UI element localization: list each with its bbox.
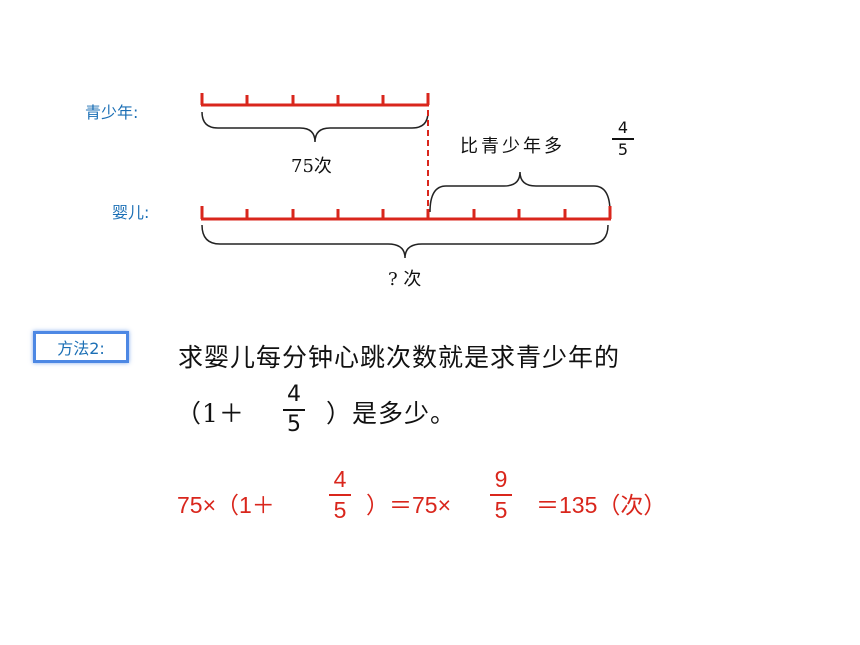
method-line-1: 求婴儿每分钟心跳次数就是求青少年的 xyxy=(178,343,621,372)
equation-fraction-2-numerator: 9 xyxy=(494,466,508,492)
equation-part-2: ）＝75× xyxy=(366,492,452,518)
total-unknown-label: ? 次 xyxy=(388,269,422,290)
equation-fraction-1-bar xyxy=(329,494,351,496)
equation-part-3: ＝135（次） xyxy=(536,492,667,518)
method-fraction-bar xyxy=(283,409,305,411)
teen-label: 青少年: xyxy=(85,103,139,122)
method-fraction-numerator: 4 xyxy=(287,382,301,407)
equation-fraction-2: 9 5 xyxy=(490,468,512,522)
method-badge: 方法2: xyxy=(33,331,129,363)
extra-brace xyxy=(429,171,611,213)
equation-fraction-1: 4 5 xyxy=(329,468,351,522)
more-fraction-bar xyxy=(612,138,634,140)
more-fraction-denominator: 5 xyxy=(617,140,629,159)
more-fraction: 4 5 xyxy=(612,120,634,158)
equation-part-1: 75×（1＋ xyxy=(177,492,275,518)
equation-fraction-2-bar xyxy=(490,494,512,496)
teen-brace xyxy=(201,111,429,143)
total-brace xyxy=(201,224,609,259)
method-fraction: 4 5 xyxy=(283,384,305,436)
equation-fraction-2-denominator: 5 xyxy=(494,497,508,523)
more-fraction-numerator: 4 xyxy=(617,118,629,137)
equation-fraction-1-denominator: 5 xyxy=(333,497,347,523)
baby-segment-line xyxy=(200,206,612,221)
teen-segment-line xyxy=(200,93,430,107)
more-than-teen-label: 比青少年多 xyxy=(460,136,565,157)
method-line-2-close: ）是多少。 xyxy=(326,399,457,428)
segment-diagram xyxy=(200,93,612,259)
method-line-2-open: （1＋ xyxy=(176,399,245,428)
equation-fraction-1-numerator: 4 xyxy=(333,466,347,492)
method-fraction-denominator: 5 xyxy=(287,412,301,437)
baby-label: 婴儿: xyxy=(112,203,150,222)
teen-count-label: 75次 xyxy=(291,156,332,177)
